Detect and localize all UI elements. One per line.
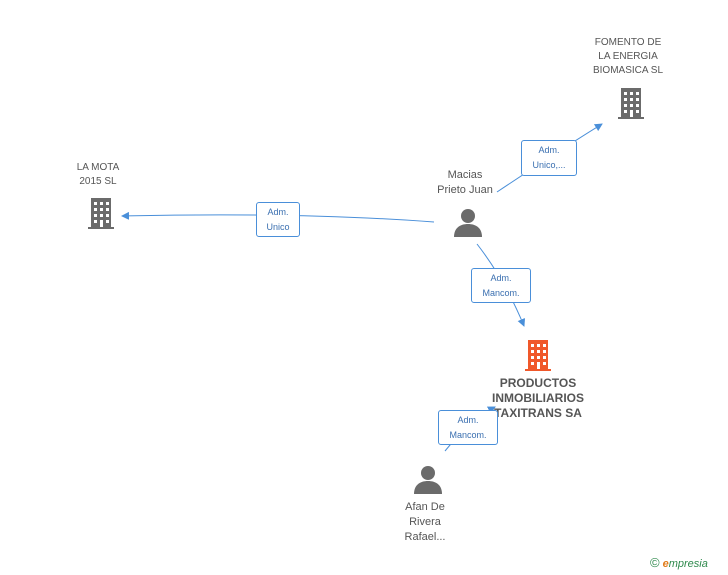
copyright-icon: ©: [650, 555, 660, 570]
label-line: LA MOTA: [76, 162, 120, 173]
person-icon: [414, 466, 442, 494]
edge-label-line: Adm.: [490, 273, 512, 283]
label-line: BIOMASICA SL: [592, 65, 664, 76]
building-icon: [88, 198, 114, 229]
edge-role-label[interactable]: Adm. Mancom.: [471, 268, 531, 303]
edge-label-line: Unico: [266, 222, 290, 232]
brand-name: mpresia: [668, 558, 708, 570]
brand-watermark: ©empresia: [650, 555, 708, 570]
building-icon: [618, 88, 644, 119]
label-line: TAXITRANS SA: [494, 406, 582, 420]
label-line: Rivera: [409, 516, 441, 528]
person-icon: [454, 209, 482, 237]
label-line: LA ENERGIA: [598, 51, 658, 62]
label-line: Afan De: [405, 501, 445, 513]
edge-label-line: Mancom.: [449, 430, 487, 440]
person-node-label[interactable]: Afan De Rivera Rafael...: [385, 500, 465, 545]
main-company-node-label[interactable]: PRODUCTOS INMOBILIARIOS TAXITRANS SA: [478, 376, 598, 421]
label-line: FOMENTO DE: [594, 37, 662, 48]
edge-label-line: Unico,...: [532, 160, 566, 170]
edge-label-line: Mancom.: [482, 288, 520, 298]
edge-label-line: Adm.: [267, 207, 289, 217]
label-line: Prieto Juan: [437, 184, 493, 196]
edge-role-label[interactable]: Adm. Unico,...: [521, 140, 577, 176]
label-line: Macias: [447, 169, 483, 181]
person-node-label[interactable]: Macias Prieto Juan: [425, 168, 505, 198]
label-line: PRODUCTOS: [499, 376, 577, 390]
building-icon-main: [525, 340, 551, 371]
label-line: Rafael...: [404, 531, 446, 543]
edge-role-label[interactable]: Adm. Unico: [256, 202, 300, 237]
label-line: INMOBILIARIOS: [492, 391, 584, 405]
brand-initial: e: [662, 558, 669, 570]
company-node-label[interactable]: FOMENTO DE LA ENERGIA BIOMASICA SL: [578, 36, 678, 78]
edge-role-label[interactable]: Adm. Mancom.: [438, 410, 498, 445]
edge-label-line: Adm.: [457, 415, 479, 425]
edge-label-line: Adm.: [538, 145, 560, 155]
label-line: 2015 SL: [79, 176, 117, 187]
company-node-label[interactable]: LA MOTA 2015 SL: [58, 161, 138, 189]
